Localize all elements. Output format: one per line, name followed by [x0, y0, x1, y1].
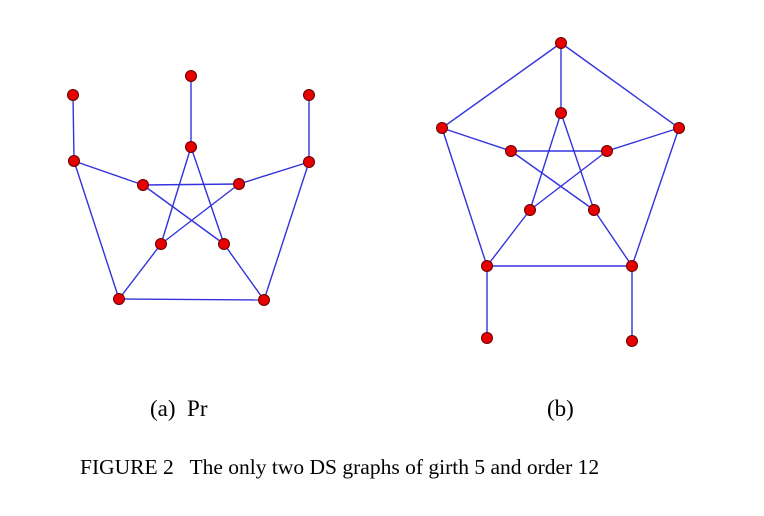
graph-a-vertex-1	[185, 70, 197, 82]
figure-caption: FIGURE 2 The only two DS graphs of girth…	[80, 455, 600, 479]
graph-b-vertex-3	[555, 107, 567, 119]
graph-a-edge-10	[142, 183, 240, 186]
graph-b-vertex-11	[626, 335, 638, 347]
graph-b-vertex-6	[524, 204, 536, 216]
graph-b-edge-3	[441, 127, 512, 152]
graph-b	[436, 37, 685, 347]
graph-a-edge-8	[160, 146, 192, 245]
graph-a-edge-14	[223, 243, 265, 301]
graph-a-vertex-4	[185, 141, 197, 153]
graph-b-edge-9	[593, 209, 633, 267]
graph-b-vertex-8	[481, 260, 493, 272]
graph-b-edge-13	[510, 150, 595, 211]
graph-a-vertex-7	[233, 178, 245, 190]
graph-b-vertex-2	[673, 122, 685, 134]
graph-b-vertex-1	[436, 122, 448, 134]
graph-a-vertex-2	[303, 89, 315, 101]
graph-b-vertex-7	[588, 204, 600, 216]
graph-a-vertex-11	[258, 294, 270, 306]
graph-a-edge-12	[160, 183, 240, 245]
graph-b-edge-8	[486, 209, 531, 267]
graph-a-edge-6	[263, 161, 310, 301]
graph-a	[67, 70, 315, 306]
graph-a-vertex-0	[67, 89, 79, 101]
graph-b-vertex-0	[555, 37, 567, 49]
graph-a-edge-11	[142, 184, 225, 245]
graph-b-vertex-10	[481, 332, 493, 344]
graph-a-vertex-6	[137, 179, 149, 191]
graph-a-vertex-3	[68, 155, 80, 167]
graph-b-edge-5	[441, 127, 488, 267]
graph-b-edge-14	[529, 150, 608, 211]
graph-b-vertex-9	[626, 260, 638, 272]
graph-b-edge-4	[606, 127, 680, 152]
graph-b-edge-11	[560, 112, 595, 211]
graph-b-vertex-4	[505, 145, 517, 157]
graph-a-edge-4	[238, 161, 310, 185]
graph-b-vertex-5	[601, 145, 613, 157]
graph-a-label: (a) Pr	[150, 396, 208, 421]
graph-a-vertex-9	[218, 238, 230, 250]
graph-a-edge-0	[72, 94, 75, 162]
graph-b-edge-0	[441, 42, 562, 129]
graph-b-label: (b)	[547, 396, 574, 421]
graph-b-edge-10	[529, 112, 562, 211]
graph-a-edge-3	[73, 160, 144, 186]
graph-a-vertex-5	[303, 156, 315, 168]
graph-a-edge-5	[73, 160, 120, 300]
graph-a-edge-9	[190, 146, 225, 245]
graph-b-edge-6	[631, 127, 680, 267]
graph-a-vertex-10	[113, 293, 125, 305]
graph-a-edge-7	[118, 298, 265, 301]
graph-b-edge-1	[560, 42, 680, 129]
graph-a-edge-13	[118, 243, 162, 300]
graph-a-vertex-8	[155, 238, 167, 250]
